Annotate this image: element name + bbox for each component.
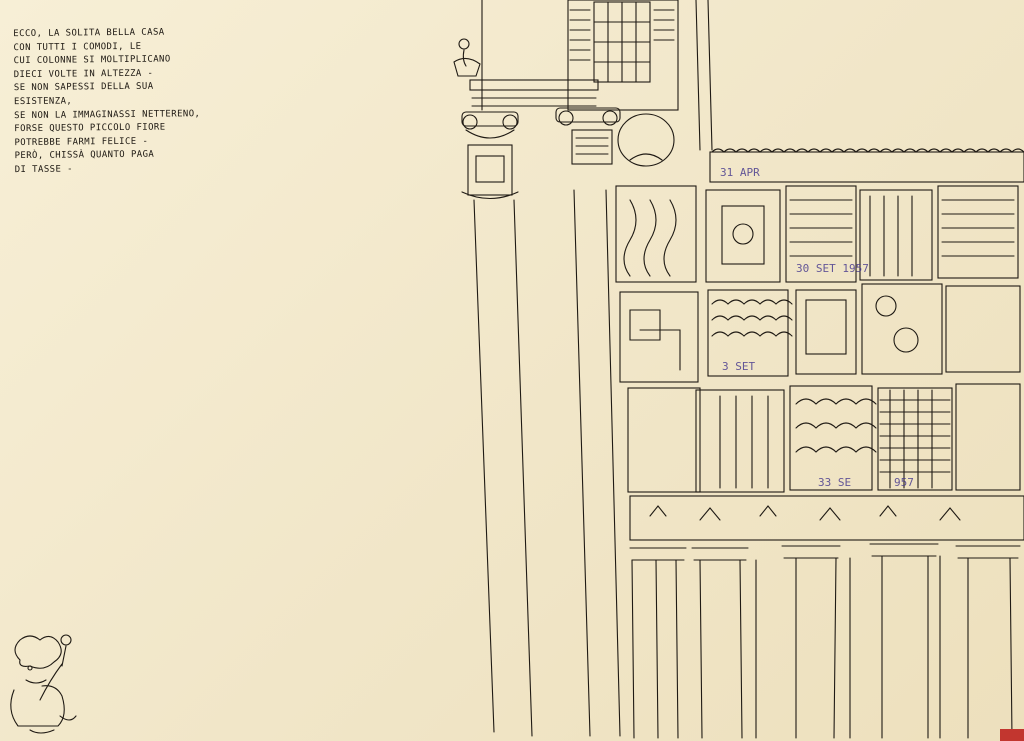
postmarks: 31 APR 30 SET 1957 3 SET 33 SE 957: [720, 166, 914, 489]
potted-flower: [453, 38, 481, 77]
stamp-5: 957: [894, 476, 914, 489]
stamp-3: 3 SET: [722, 360, 755, 373]
figure-with-flower: [10, 634, 77, 734]
middle-capital: [555, 107, 675, 737]
stamp-1: 31 APR: [720, 166, 760, 179]
stamp-2: 30 SET 1957: [796, 262, 869, 275]
red-corner-mark: [1000, 729, 1024, 741]
lower-columns: [631, 555, 1013, 739]
left-column: [461, 0, 533, 737]
stamp-4: 33 SE: [818, 476, 851, 489]
upper-window: [567, 0, 713, 151]
entablature: [469, 79, 599, 107]
stamp-facade: [615, 148, 1024, 561]
